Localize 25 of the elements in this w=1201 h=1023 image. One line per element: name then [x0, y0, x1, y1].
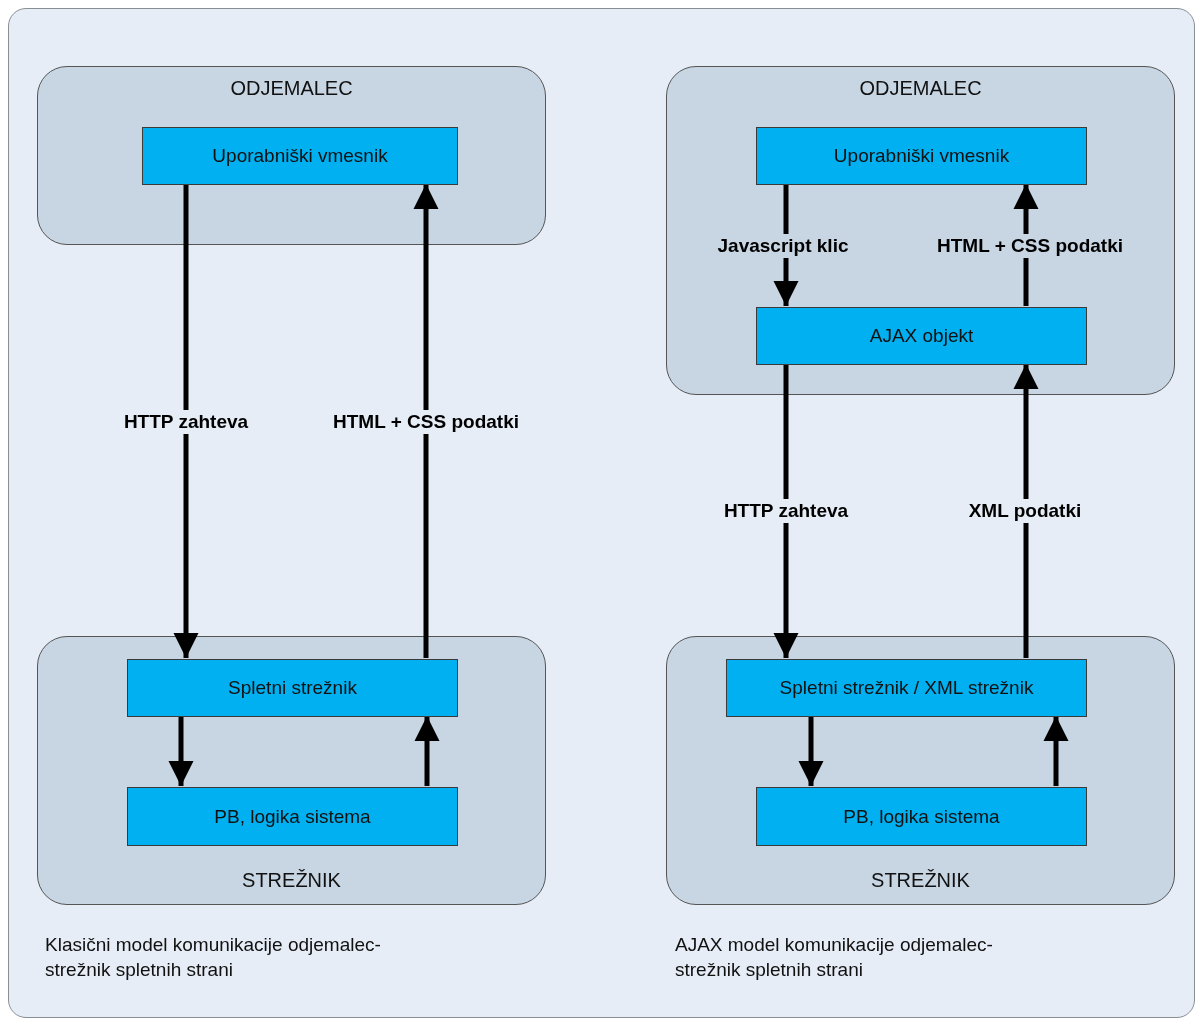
tier-group: [37, 66, 546, 245]
group-title: STREŽNIK: [241, 869, 342, 892]
arrow: [414, 716, 440, 786]
arrow: [1013, 364, 1039, 658]
tier-group: [666, 636, 1175, 905]
component-box: PB, logika sistema: [127, 787, 458, 846]
component-box: Spletni strežnik: [127, 659, 458, 717]
caption: AJAX model komunikacije odjemalec-strežnik spletnih strani: [675, 933, 994, 982]
arrow: [173, 184, 199, 658]
component-box: PB, logika sistema: [756, 787, 1087, 846]
tier-group: [37, 636, 546, 905]
group-title: STREŽNIK: [870, 869, 971, 892]
arrow: [798, 716, 824, 786]
component-box: Uporabniški vmesnik: [756, 127, 1087, 185]
group-title: ODJEMALEC: [858, 77, 983, 100]
component-box: Uporabniški vmesnik: [142, 127, 458, 185]
component-box: AJAX objekt: [756, 307, 1087, 365]
caption: Klasični model komunikacije odjemalec-strežnik spletnih strani: [45, 933, 382, 982]
tier-group: [666, 66, 1175, 395]
arrow: [773, 364, 799, 658]
group-title: ODJEMALEC: [229, 77, 354, 100]
arrow: [1043, 716, 1069, 786]
component-box: Spletni strežnik / XML strežnik: [726, 659, 1087, 717]
arrow: [413, 184, 439, 658]
arrow: [168, 716, 194, 786]
